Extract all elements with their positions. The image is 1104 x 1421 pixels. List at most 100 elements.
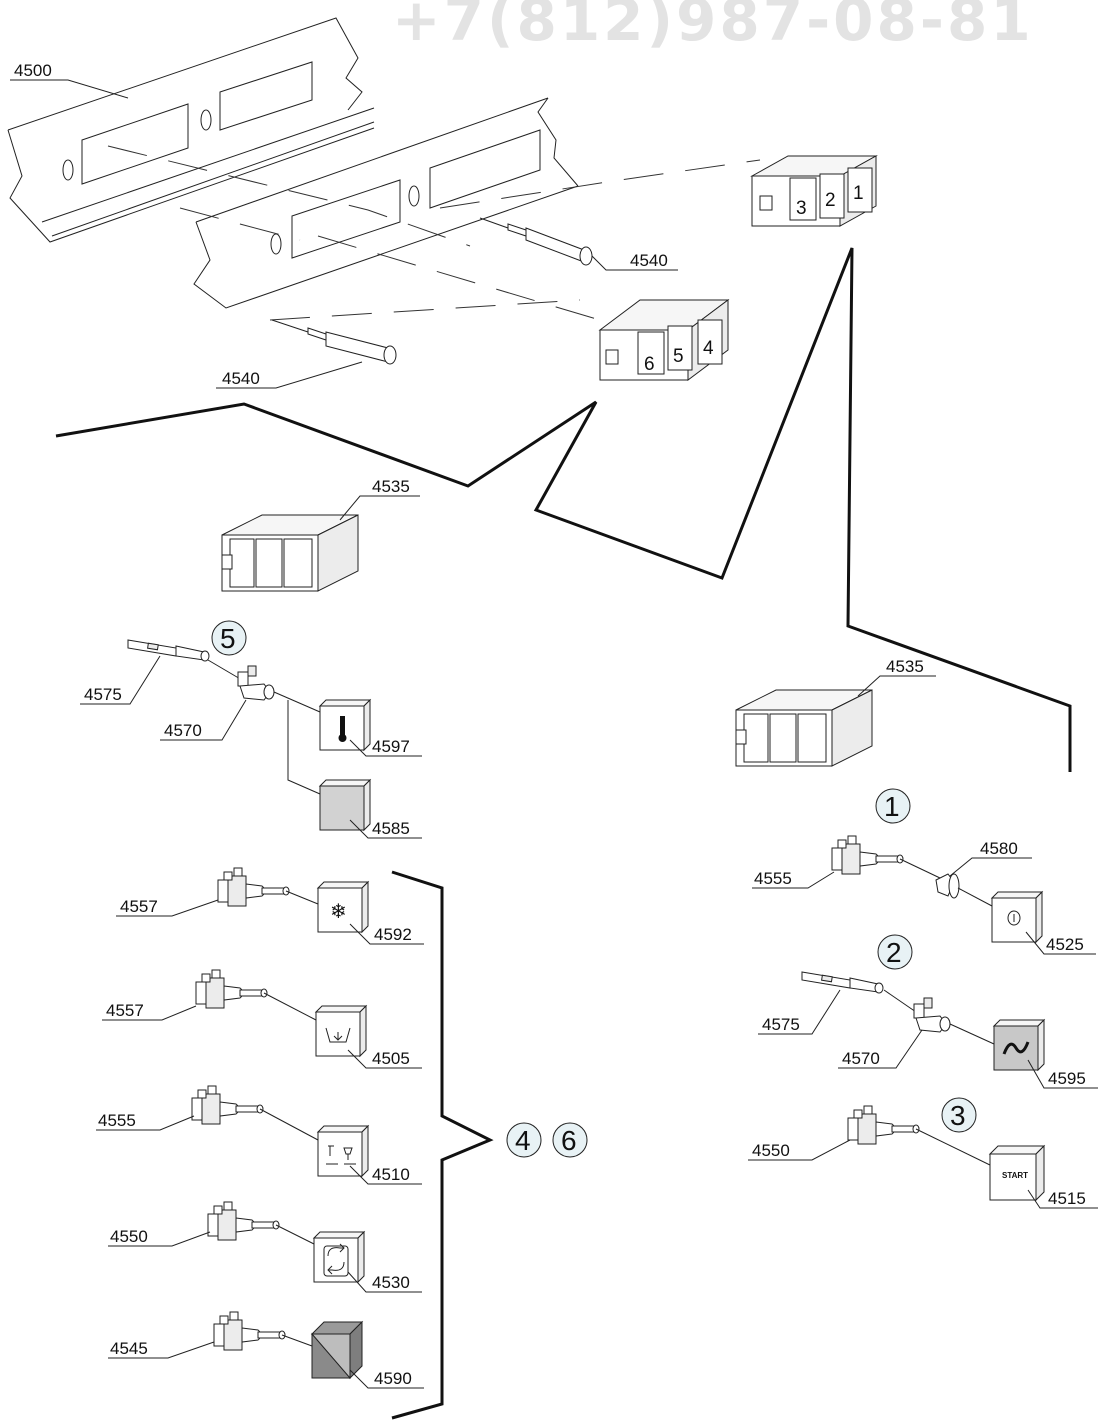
svg-text:4597: 4597 bbox=[372, 737, 410, 756]
svg-text:4505: 4505 bbox=[372, 1049, 410, 1068]
label-4580: 4580 bbox=[949, 839, 1032, 877]
label-4545: 4545 bbox=[108, 1339, 215, 1359]
svg-text:4580: 4580 bbox=[980, 839, 1018, 858]
label-4505: 4505 bbox=[347, 1049, 422, 1069]
label-4500: 4500 bbox=[10, 61, 129, 99]
svg-text:4525: 4525 bbox=[1046, 935, 1084, 954]
label-4540-lower: 4540 bbox=[216, 361, 363, 389]
slot-label-1: 1 bbox=[853, 183, 864, 204]
svg-text:4575: 4575 bbox=[762, 1015, 800, 1034]
svg-text:3: 3 bbox=[950, 1100, 966, 1131]
switch-module-upper: 3 2 1 bbox=[750, 155, 878, 227]
callout-outline bbox=[55, 247, 1072, 772]
front-panel-assembly bbox=[7, 17, 761, 333]
svg-text:4555: 4555 bbox=[98, 1111, 136, 1130]
label-4550-right: 4550 bbox=[748, 1139, 851, 1161]
label-4570-right: 4570 bbox=[838, 1029, 923, 1069]
label-4590: 4590 bbox=[349, 1369, 424, 1389]
svg-text:4515: 4515 bbox=[1048, 1189, 1086, 1208]
group-marker-6: 6 bbox=[552, 1122, 588, 1158]
holder-2 bbox=[913, 997, 951, 1033]
pin-upper bbox=[479, 217, 593, 266]
svg-text:6: 6 bbox=[561, 1125, 577, 1156]
svg-text:4550: 4550 bbox=[110, 1227, 148, 1246]
label-4595: 4595 bbox=[1027, 1059, 1098, 1089]
label-4555-left: 4555 bbox=[96, 1111, 195, 1131]
sensor-rod-5 bbox=[127, 639, 210, 662]
label-4525: 4525 bbox=[1025, 931, 1096, 955]
svg-text:4555: 4555 bbox=[754, 869, 792, 888]
switch-4545 bbox=[213, 1311, 286, 1351]
svg-text:4500: 4500 bbox=[14, 61, 52, 80]
button-snowflake: ❄ bbox=[317, 881, 369, 933]
svg-text:4535: 4535 bbox=[372, 477, 410, 496]
svg-text:2: 2 bbox=[886, 937, 902, 968]
svg-text:4557: 4557 bbox=[120, 897, 158, 916]
knob-4580 bbox=[935, 873, 960, 899]
button-blank bbox=[318, 778, 372, 832]
switch-4555b bbox=[831, 835, 904, 875]
svg-text:4570: 4570 bbox=[842, 1049, 880, 1068]
label-4575-right: 4575 bbox=[758, 989, 841, 1035]
label-4535-left: 4535 bbox=[339, 477, 420, 521]
svg-text:4535: 4535 bbox=[886, 657, 924, 676]
switch-module-lower: 6 5 4 bbox=[598, 299, 730, 381]
label-4597: 4597 bbox=[349, 737, 422, 757]
holder-5 bbox=[237, 665, 275, 701]
svg-text:4550: 4550 bbox=[752, 1141, 790, 1160]
svg-text:4590: 4590 bbox=[374, 1369, 412, 1388]
frame-right bbox=[735, 689, 873, 767]
label-4585: 4585 bbox=[349, 819, 422, 839]
switch-4550a bbox=[207, 1201, 280, 1241]
label-4550-left: 4550 bbox=[108, 1227, 211, 1247]
svg-text:4557: 4557 bbox=[106, 1001, 144, 1020]
slot-label-2: 2 bbox=[825, 190, 836, 211]
label-4510: 4510 bbox=[349, 1165, 422, 1185]
switch-4557b bbox=[195, 969, 268, 1009]
slot-label-4: 4 bbox=[703, 338, 714, 359]
label-4570-left: 4570 bbox=[160, 699, 247, 741]
slot-label-6: 6 bbox=[644, 354, 655, 375]
switch-4557a bbox=[217, 867, 290, 907]
frame-left bbox=[221, 514, 359, 592]
label-4530: 4530 bbox=[347, 1271, 422, 1293]
svg-text:4540: 4540 bbox=[630, 251, 668, 270]
pin-lower bbox=[271, 319, 397, 365]
svg-text:4585: 4585 bbox=[372, 819, 410, 838]
group-marker-3: 3 bbox=[941, 1097, 977, 1133]
group-bracket bbox=[391, 870, 494, 1420]
label-4557-lower: 4557 bbox=[102, 1001, 197, 1021]
slot-label-5: 5 bbox=[673, 346, 684, 367]
button-wave bbox=[993, 1019, 1045, 1071]
label-4540-upper: 4540 bbox=[591, 251, 678, 271]
label-4515: 4515 bbox=[1027, 1189, 1098, 1209]
slot-label-3: 3 bbox=[796, 198, 807, 219]
svg-text:4595: 4595 bbox=[1048, 1069, 1086, 1088]
svg-text:4575: 4575 bbox=[84, 685, 122, 704]
group-marker-5: 5 bbox=[211, 620, 247, 656]
label-4592: 4592 bbox=[349, 923, 424, 945]
svg-text:4530: 4530 bbox=[372, 1273, 410, 1292]
svg-text:4592: 4592 bbox=[374, 925, 412, 944]
button-thermometer bbox=[319, 699, 371, 751]
button-cycle bbox=[313, 1231, 365, 1283]
phone-watermark: +7(812)987-08-81 bbox=[392, 0, 1034, 54]
svg-text:❄: ❄ bbox=[330, 899, 347, 923]
button-dark bbox=[310, 1320, 364, 1380]
button-glasses bbox=[317, 1125, 369, 1177]
label-4555-right: 4555 bbox=[752, 869, 835, 889]
label-4557-upper: 4557 bbox=[116, 897, 219, 917]
group-marker-4: 4 bbox=[506, 1122, 542, 1158]
svg-text:4540: 4540 bbox=[222, 369, 260, 388]
sensor-rod-2 bbox=[801, 971, 884, 994]
switch-4550b bbox=[847, 1105, 920, 1145]
svg-text:1: 1 bbox=[884, 791, 900, 822]
svg-text:5: 5 bbox=[220, 623, 236, 654]
start-text: START bbox=[1002, 1171, 1028, 1180]
svg-text:4570: 4570 bbox=[164, 721, 202, 740]
button-start: START bbox=[988, 1144, 1046, 1202]
switch-4555a bbox=[191, 1085, 264, 1125]
svg-text:4545: 4545 bbox=[110, 1339, 148, 1358]
label-4535-right: 4535 bbox=[857, 657, 936, 697]
